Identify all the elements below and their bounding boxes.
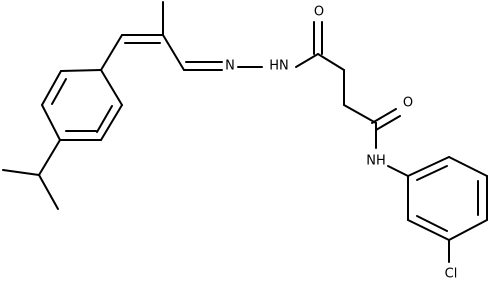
bond <box>387 165 409 177</box>
bond <box>100 104 123 141</box>
alkene-chain <box>100 1 223 71</box>
atom-label-oxygen: O <box>403 96 413 111</box>
bond <box>162 34 185 71</box>
bond <box>416 165 448 181</box>
bond <box>60 69 102 72</box>
bond <box>448 156 488 177</box>
bond <box>41 104 61 141</box>
bond <box>407 156 450 177</box>
atom-label-nitrogen: N <box>225 59 235 74</box>
bond <box>317 53 345 71</box>
bond <box>407 219 450 241</box>
atom-label-amide-nh: NH <box>366 154 386 169</box>
bond <box>41 70 62 106</box>
bond <box>96 105 113 133</box>
carbonyl-bond <box>375 115 401 131</box>
bond <box>38 174 59 210</box>
isopropyl-group <box>2 139 61 210</box>
benzene-ring-isopropylphenyl <box>41 69 123 141</box>
bond <box>100 34 123 71</box>
bond <box>38 139 61 176</box>
bond <box>343 104 377 124</box>
bond <box>416 215 448 232</box>
bond <box>295 53 319 68</box>
benzene-ring-chlorophenyl <box>407 156 488 263</box>
atom-label-oxygen: O <box>314 5 324 20</box>
atom-label-hydrazide-nh: HN <box>269 59 289 74</box>
atom-label-chlorine: Cl <box>445 267 458 282</box>
carbonyl-bond <box>371 108 397 124</box>
hydrazide-linker <box>237 21 409 177</box>
bond <box>448 219 488 241</box>
bond <box>100 69 123 106</box>
bond <box>2 169 40 176</box>
bond <box>51 78 67 105</box>
